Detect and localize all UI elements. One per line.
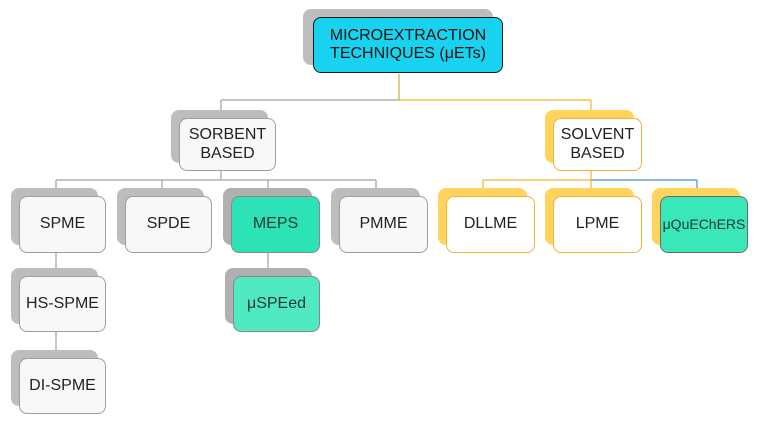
muspeed-label: μSPEed bbox=[233, 276, 320, 332]
pmme-node: PMME bbox=[331, 188, 428, 253]
dllme-label: DLLME bbox=[446, 196, 535, 253]
di-spme-node: DI-SPME bbox=[11, 350, 106, 414]
pmme-label: PMME bbox=[339, 196, 428, 253]
root-node: MICROEXTRACTION TECHNIQUES (μETs) bbox=[303, 9, 503, 73]
sorbent-based-label: SORBENT BASED bbox=[179, 118, 276, 171]
meps-label: MEPS bbox=[231, 196, 320, 253]
solvent-based-label: SOLVENT BASED bbox=[553, 118, 642, 171]
meps-node: MEPS bbox=[223, 188, 320, 253]
muquechers-label: μQuEChERS bbox=[660, 196, 748, 253]
solvent-based-node: SOLVENT BASED bbox=[545, 110, 642, 171]
hs-spme-node: HS-SPME bbox=[11, 268, 106, 332]
muspeed-node: μSPEed bbox=[225, 268, 320, 332]
spde-label: SPDE bbox=[125, 196, 212, 253]
lpme-node: LPME bbox=[545, 188, 642, 253]
spme-label: SPME bbox=[19, 196, 106, 253]
lpme-label: LPME bbox=[553, 196, 642, 253]
dllme-node: DLLME bbox=[438, 188, 535, 253]
hs-spme-label: HS-SPME bbox=[19, 276, 106, 332]
root-node-label: MICROEXTRACTION TECHNIQUES (μETs) bbox=[313, 17, 503, 73]
spme-node: SPME bbox=[11, 188, 106, 253]
root-connectors bbox=[220, 74, 592, 118]
di-spme-label: DI-SPME bbox=[19, 358, 106, 414]
spde-node: SPDE bbox=[117, 188, 212, 253]
sorbent-based-node: SORBENT BASED bbox=[171, 110, 276, 171]
muquechers-node: μQuEChERS bbox=[652, 188, 748, 253]
